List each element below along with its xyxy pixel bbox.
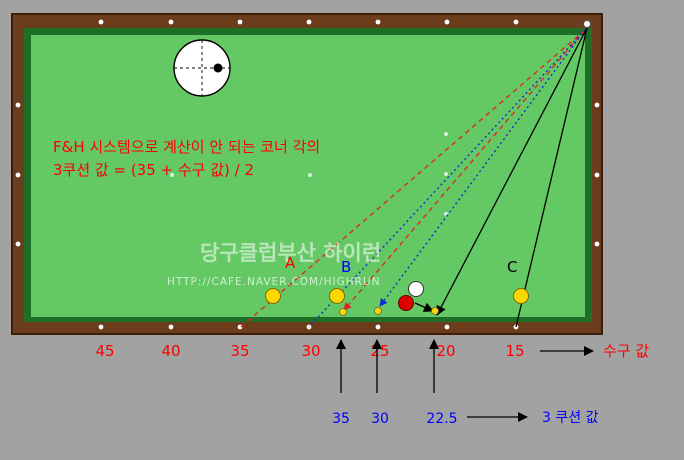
diamond <box>513 19 519 25</box>
yellow-ball-a <box>265 288 281 304</box>
diamond <box>168 19 174 25</box>
diamond <box>444 324 450 330</box>
path-line <box>379 29 586 307</box>
contact-dot <box>339 308 347 316</box>
paths-black <box>414 27 588 328</box>
cue-value-label: 40 <box>161 342 180 360</box>
diamond <box>15 102 21 108</box>
diamond <box>594 172 600 178</box>
path-line <box>414 302 434 312</box>
diamond <box>444 19 450 25</box>
felt-marks <box>170 132 448 216</box>
corner-point <box>583 20 591 28</box>
path-line <box>240 29 586 328</box>
label-a: A <box>285 254 296 272</box>
cue-value-label: 35 <box>230 342 249 360</box>
diamond <box>306 19 312 25</box>
cushion-value-label: 30 <box>371 411 389 427</box>
diamond <box>237 324 243 330</box>
diamond <box>15 241 21 247</box>
cue-value-label: 20 <box>436 342 455 360</box>
cue-caption: 수구 값 <box>603 342 649 360</box>
path-line <box>343 29 586 311</box>
diamond <box>98 324 104 330</box>
cushion-value-label: 35 <box>332 411 350 427</box>
paths-blue <box>308 29 586 328</box>
diamond <box>15 172 21 178</box>
cue-value-label: 45 <box>95 342 114 360</box>
path-line <box>436 27 588 316</box>
annotation-line-2: 3쿠션 값 = (35 + 수구 값) / 2 <box>53 161 254 179</box>
yellow-ball-b <box>329 288 345 304</box>
contact-dot <box>374 307 382 315</box>
label-b: B <box>341 258 351 276</box>
cue-tip-icon <box>173 39 231 97</box>
diamonds <box>15 19 600 330</box>
white-ball <box>408 281 424 297</box>
path-line <box>515 27 588 328</box>
cue-value-label: 25 <box>370 342 389 360</box>
label-c: C <box>507 258 517 276</box>
red-ball <box>398 295 414 311</box>
cue-value-scale: 45 40 35 30 25 20 15 <box>95 342 524 360</box>
diamond <box>98 19 104 25</box>
diamond <box>594 102 600 108</box>
diamond <box>594 241 600 247</box>
cue-value-label: 30 <box>301 342 320 360</box>
diamond <box>375 19 381 25</box>
cushion-arrows <box>336 339 439 393</box>
diamond <box>375 324 381 330</box>
contact-dot <box>431 307 439 315</box>
cue-value-label: 15 <box>505 342 524 360</box>
yellow-ball-c <box>513 288 529 304</box>
cushion-value-scale: 35 30 22.5 <box>332 411 458 427</box>
table-felt <box>31 35 585 317</box>
diamond <box>237 19 243 25</box>
cushion-value-label: 22.5 <box>426 411 457 427</box>
paths-red <box>240 29 586 328</box>
cushion-caption: 3 쿠션 값 <box>542 410 599 426</box>
watermark-name: 당구클럽부산 하이런 <box>200 241 381 265</box>
watermark-url: HTTP://CAFE.NAVER.COM/HIGHRUN <box>167 276 381 288</box>
diamond <box>168 324 174 330</box>
balls <box>265 281 529 316</box>
annotation-line-1: F&H 시스템으로 계산이 안 되는 코너 각의 <box>53 138 320 156</box>
